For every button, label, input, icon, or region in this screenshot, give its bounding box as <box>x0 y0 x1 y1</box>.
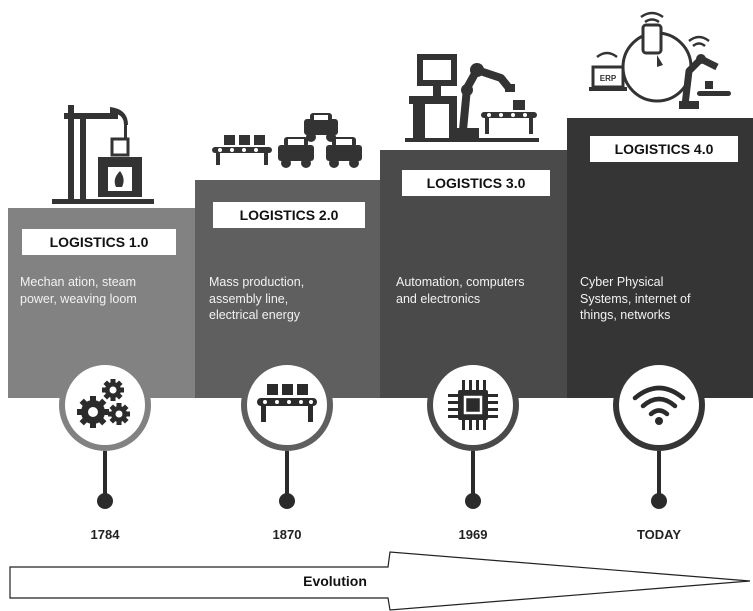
oil-pump-furnace-illustration <box>52 105 154 204</box>
stage-description-3: Automation, computers and electronics <box>396 275 525 306</box>
stage-label-4: LOGISTICS 4.0 <box>590 136 738 162</box>
timeline-stem-1 <box>103 451 107 499</box>
year-label-4: TODAY <box>636 527 682 542</box>
stage-label-1: LOGISTICS 1.0 <box>22 229 176 255</box>
timeline-dot-1 <box>97 493 113 509</box>
erp-label: ERP <box>600 74 617 83</box>
stage-icon-ring-4 <box>613 359 705 451</box>
evolution-arrow <box>9 551 751 611</box>
chip-icon <box>448 380 498 430</box>
stage-description-2: Mass production, assembly line, electric… <box>209 275 305 322</box>
year-label-2: 1870 <box>272 527 302 542</box>
stage-column-4 <box>567 118 753 398</box>
computer-robot-arm-illustration <box>405 54 539 142</box>
evolution-label: Evolution <box>303 573 367 589</box>
timeline-stem-2 <box>285 451 289 499</box>
assembly-line-cars-illustration <box>212 113 362 168</box>
timeline-stem-3 <box>471 451 475 499</box>
connected-erp-robot-illustration: ERP <box>589 11 731 109</box>
stage-description-1: Mechan ation, steam power, weaving loom <box>20 275 137 306</box>
gears-icon <box>77 379 130 428</box>
year-label-3: 1969 <box>458 527 488 542</box>
timeline-dot-2 <box>279 493 295 509</box>
stage-icon-ring-1 <box>59 359 151 451</box>
year-label-1: 1784 <box>90 527 120 542</box>
stage-label-2: LOGISTICS 2.0 <box>213 202 365 228</box>
timeline-stem-4 <box>657 451 661 499</box>
stage-description-4: Cyber Physical Systems, internet of thin… <box>580 275 691 322</box>
conveyor-icon <box>257 384 317 422</box>
timeline-dot-3 <box>465 493 481 509</box>
wifi-icon <box>632 385 686 425</box>
timeline-dot-4 <box>651 493 667 509</box>
stage-label-3: LOGISTICS 3.0 <box>402 170 550 196</box>
